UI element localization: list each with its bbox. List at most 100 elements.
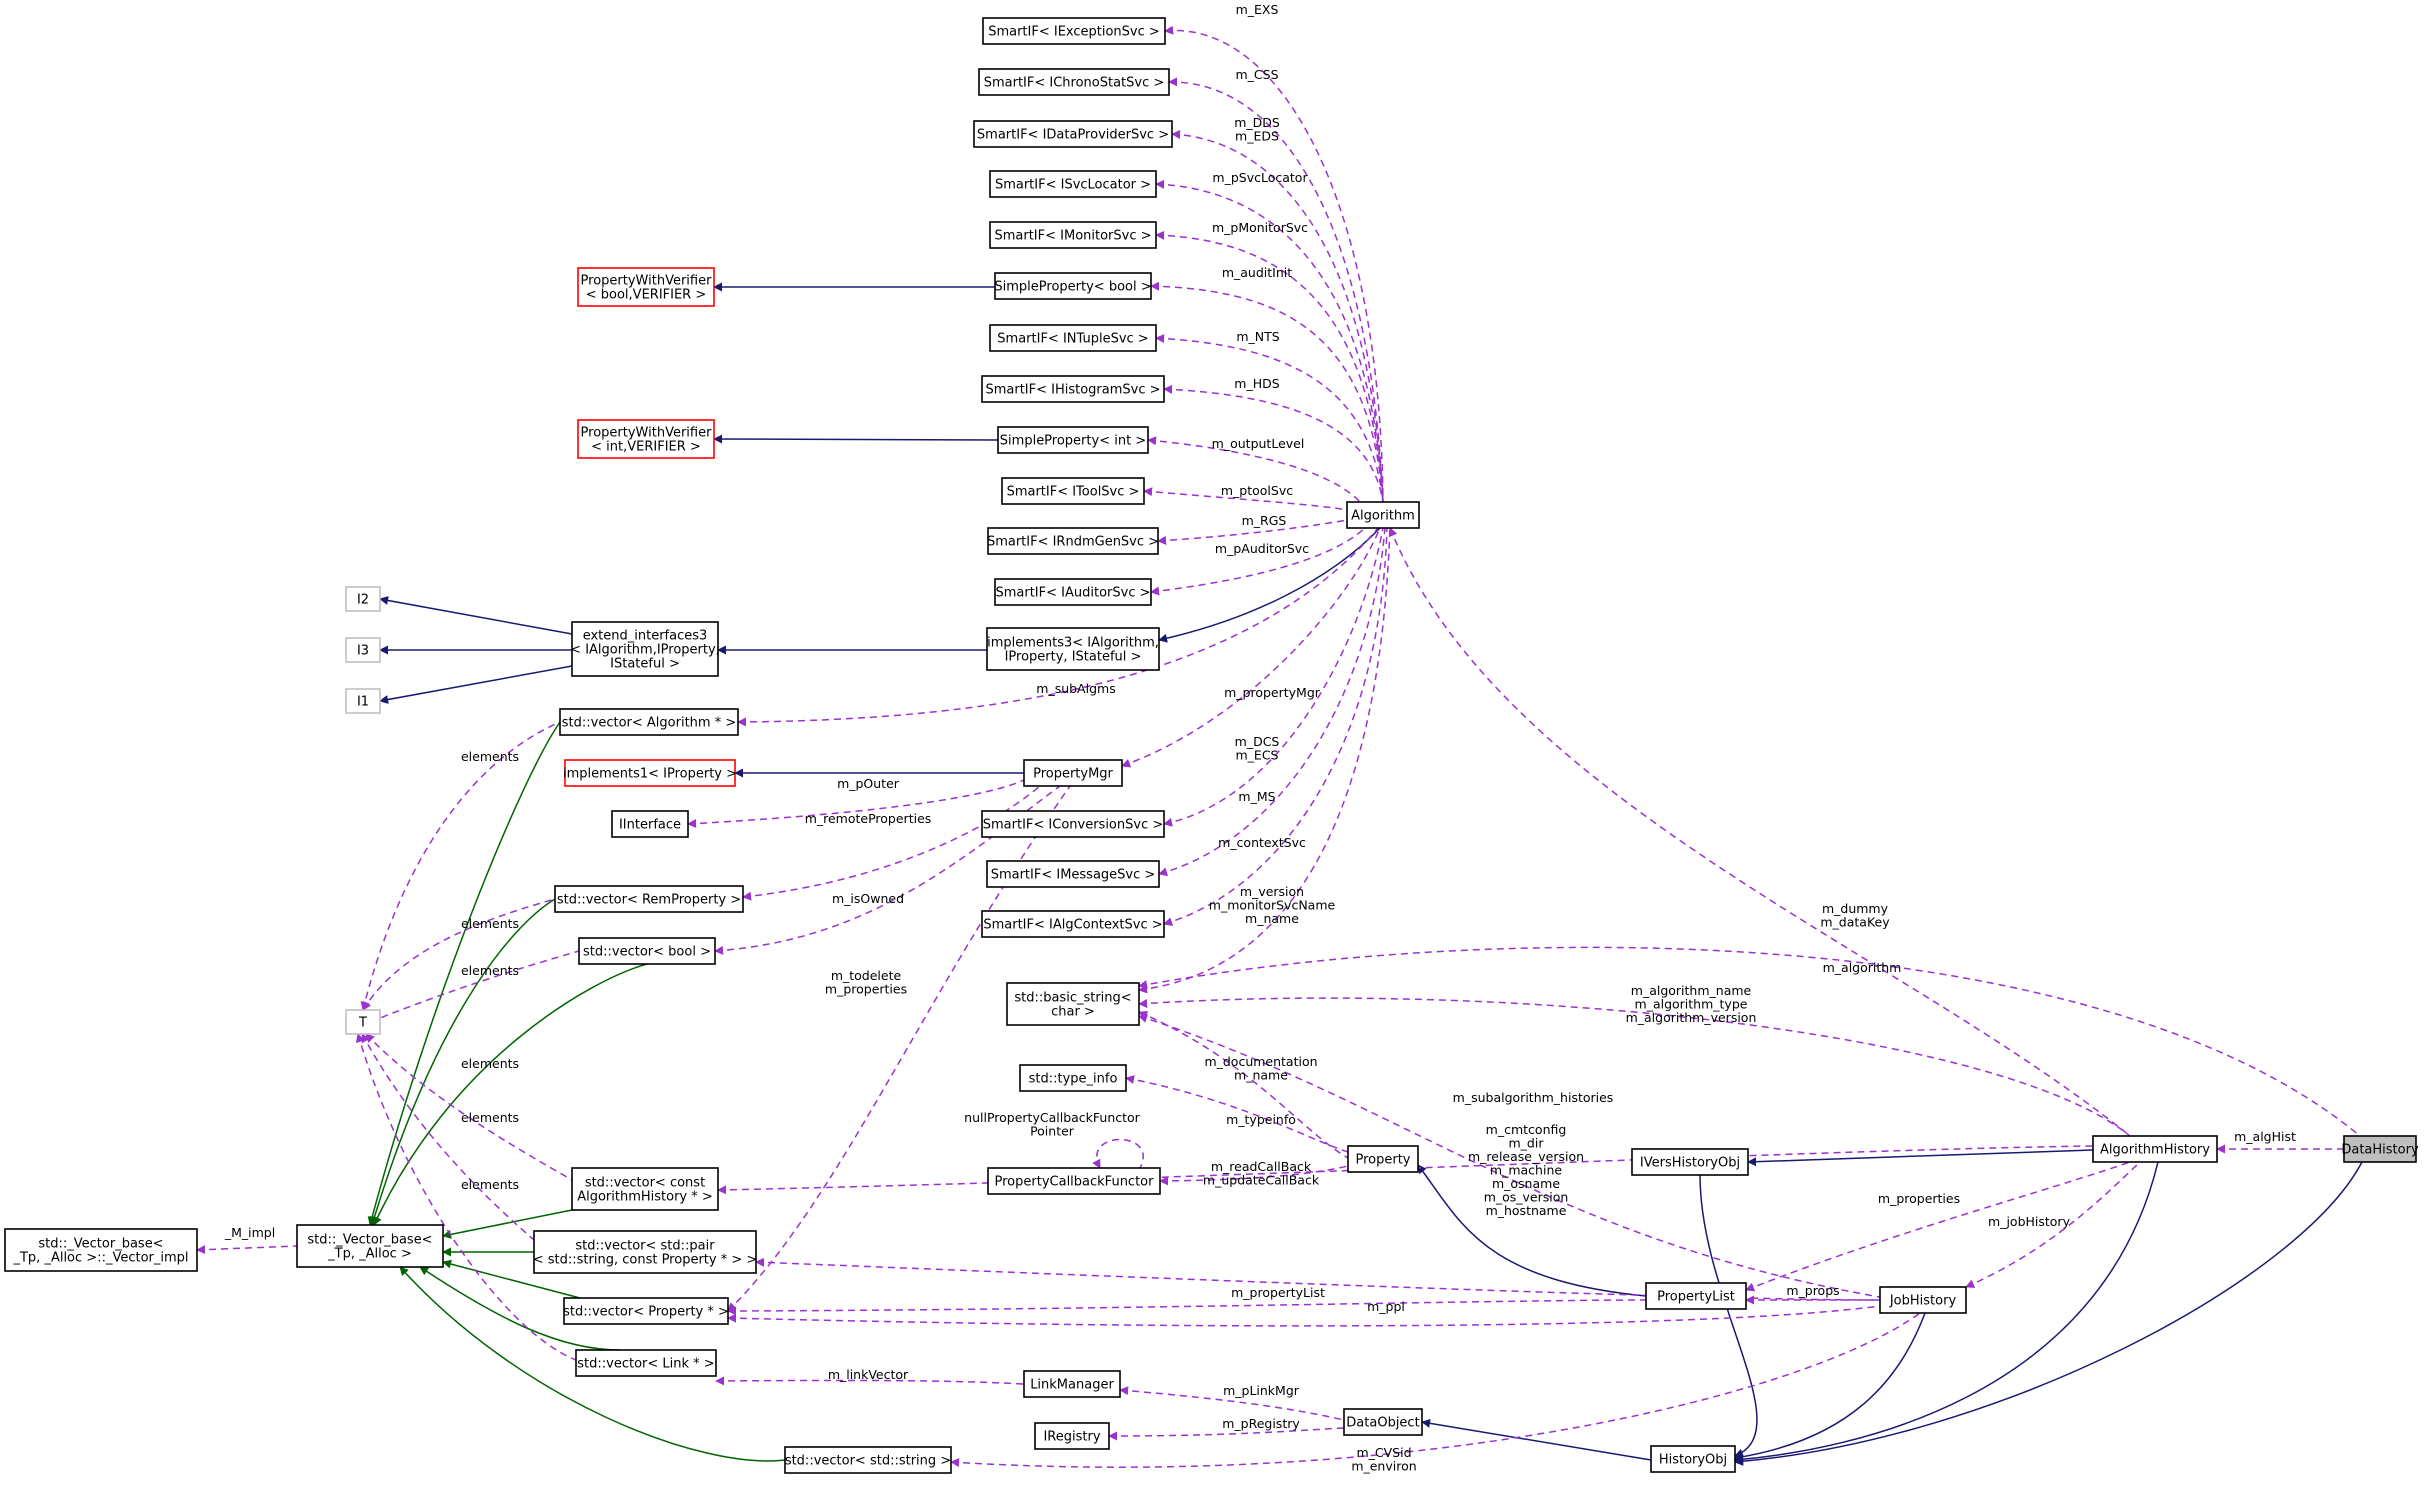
edge-label-text: Pointer: [1030, 1124, 1075, 1139]
node-vecstr[interactable]: std::vector< std::string >: [784, 1446, 952, 1474]
node-label: I1: [357, 695, 369, 710]
node-dataobj[interactable]: DataObject: [1343, 1408, 1423, 1436]
node-box: [559, 708, 739, 736]
node-box: [994, 578, 1152, 606]
node-vecalg[interactable]: std::vector< Algorithm * >: [559, 708, 739, 736]
usage-edge-33: [1143, 487, 1348, 511]
usage-edge-35: [1150, 527, 1366, 596]
node-i3[interactable]: I3: [345, 637, 381, 663]
usage-edge-66: [727, 1299, 1647, 1316]
edge-label-text: m_documentation: [1204, 1054, 1317, 1069]
node-convsvc[interactable]: SmartIF< IConversionSvc >: [981, 810, 1165, 838]
edge-label-remote: m_remoteProperties: [805, 811, 932, 826]
node-box: [1023, 1370, 1121, 1398]
edge-label-text: m_pOuter: [837, 776, 900, 791]
node-algctx[interactable]: SmartIF< IAlgContextSvc >: [981, 910, 1165, 938]
node-histobj[interactable]: HistoryObj: [1650, 1445, 1736, 1473]
node-impl1[interactable]: implements1< IProperty >: [563, 759, 737, 787]
node-property[interactable]: Property: [1347, 1145, 1419, 1173]
node-box: [345, 586, 381, 612]
usage-edge-52: [1138, 946, 2361, 1137]
node-vecrem[interactable]: std::vector< RemProperty >: [554, 885, 744, 913]
node-css[interactable]: SmartIF< IChronoStatSvc >: [978, 68, 1170, 96]
node-rndm[interactable]: SmartIF< IRndmGenSvc >: [987, 527, 1159, 555]
node-box: [571, 621, 719, 677]
node-jobhist[interactable]: JobHistory: [1879, 1286, 1967, 1314]
node-alghist[interactable]: AlgorithmHistory: [2092, 1135, 2218, 1163]
node-ntuple[interactable]: SmartIF< INTupleSvc >: [989, 324, 1157, 352]
inheritance-edge-23: [399, 1266, 786, 1462]
node-pcbf[interactable]: PropertyCallbackFunctor: [987, 1167, 1161, 1195]
node-proplist[interactable]: PropertyList: [1645, 1282, 1747, 1310]
node-label: LinkManager: [1030, 1378, 1114, 1393]
node-propmgr[interactable]: PropertyMgr: [1023, 759, 1123, 787]
node-dds[interactable]: SmartIF< IDataProviderSvc >: [973, 120, 1173, 148]
node-label: DataHistory: [2341, 1143, 2419, 1158]
node-msgsvc[interactable]: SmartIF< IMessageSvc >: [986, 860, 1160, 888]
node-label: SmartIF< ISvcLocator >: [995, 178, 1151, 193]
edge-label-algname: m_algorithm_namem_algorithm_typem_algori…: [1626, 983, 1757, 1025]
node-typeinfo[interactable]: std::type_info: [1019, 1064, 1127, 1092]
node-vbase[interactable]: std::_Vector_base<_Tp, _Alloc >: [296, 1224, 444, 1268]
node-auditor[interactable]: SmartIF< IAuditorSvc >: [994, 578, 1152, 606]
node-vbimpl[interactable]: std::_Vector_base<_Tp, _Alloc >::_Vector…: [4, 1228, 198, 1272]
node-impl3[interactable]: implements3< IAlgorithm,IProperty, IStat…: [986, 627, 1160, 671]
node-spbool[interactable]: SimpleProperty< bool >: [994, 272, 1152, 300]
node-box: [611, 810, 689, 838]
node-label: SmartIF< IDataProviderSvc >: [977, 128, 1169, 143]
edge-label-text: m_EDS: [1235, 129, 1279, 144]
node-histo[interactable]: SmartIF< IHistogramSvc >: [981, 375, 1165, 403]
usage-edge-41: [1138, 527, 1391, 994]
node-datahist[interactable]: DataHistory: [2341, 1135, 2419, 1163]
node-vecprop[interactable]: std::vector< Property * >: [563, 1297, 729, 1325]
node-vecbool[interactable]: std::vector< bool >: [578, 937, 716, 965]
inheritance-edge-21: [442, 1259, 581, 1299]
node-algorithm[interactable]: Algorithm: [1346, 501, 1420, 529]
node-label: IProperty, IStateful >: [1005, 650, 1142, 665]
node-linkmgr[interactable]: LinkManager: [1023, 1370, 1121, 1398]
usage-edge-29: [1150, 281, 1384, 503]
node-t[interactable]: T: [345, 1009, 381, 1035]
node-pwvbool[interactable]: PropertyWithVerifier< bool,VERIFIER >: [577, 267, 715, 307]
node-box: [345, 637, 381, 663]
edge-label-plist: m_propertyList: [1231, 1285, 1325, 1300]
node-i2[interactable]: I2: [345, 586, 381, 612]
node-box: [981, 910, 1165, 938]
node-basicstr[interactable]: std::basic_string<char >: [1006, 982, 1140, 1026]
node-ivers[interactable]: IVersHistoryObj: [1631, 1148, 1749, 1176]
node-exs[interactable]: SmartIF< IExceptionSvc >: [982, 17, 1166, 45]
node-monsvc[interactable]: SmartIF< IMonitorSvc >: [989, 221, 1157, 249]
edge-label-text: m_algorithm: [1823, 960, 1902, 975]
usage-edge-32: [1147, 436, 1361, 503]
node-vecpair[interactable]: std::vector< std::pair< std::string, con…: [533, 1230, 758, 1274]
node-pwvint[interactable]: PropertyWithVerifier< int,VERIFIER >: [577, 419, 715, 459]
usage-edge-30: [1155, 333, 1384, 503]
usage-edge-42: [687, 779, 1025, 829]
node-label: PropertyMgr: [1033, 767, 1113, 782]
node-iinterface[interactable]: IInterface: [611, 810, 689, 838]
node-label: < std::string, const Property * > >: [533, 1253, 758, 1268]
node-label: std::vector< bool >: [583, 945, 711, 960]
usage-edge-39: [1158, 527, 1386, 877]
node-extif[interactable]: extend_interfaces3< IAlgorithm,IProperty…: [570, 621, 720, 677]
node-label: SmartIF< IRndmGenSvc >: [987, 535, 1159, 550]
edge-label-malg: m_algorithm: [1823, 960, 1902, 975]
node-iregistry[interactable]: IRegistry: [1034, 1422, 1110, 1450]
node-label: AlgorithmHistory * >: [577, 1190, 713, 1205]
node-svcloc[interactable]: SmartIF< ISvcLocator >: [989, 170, 1157, 198]
node-toolsvc[interactable]: SmartIF< IToolSvc >: [1001, 477, 1145, 505]
node-veclink[interactable]: std::vector< Link * >: [575, 1349, 717, 1377]
edge-label-ctx: m_contextSvc: [1218, 835, 1306, 850]
usage-edge-64: [196, 1245, 298, 1255]
node-box: [1343, 1408, 1423, 1436]
node-i1[interactable]: I1: [345, 688, 381, 714]
edge-label-text: m_osname: [1492, 1176, 1560, 1191]
usage-edge-47: [362, 898, 556, 1011]
edge-label-text: m_typeinfo: [1226, 1112, 1296, 1127]
node-box: [1006, 982, 1140, 1026]
node-spint[interactable]: SimpleProperty< int >: [997, 426, 1149, 454]
node-label: SimpleProperty< bool >: [994, 280, 1151, 295]
edge-label-text: m_ppl: [1367, 1299, 1405, 1314]
edge-label-rgs: m_RGS: [1242, 513, 1287, 528]
